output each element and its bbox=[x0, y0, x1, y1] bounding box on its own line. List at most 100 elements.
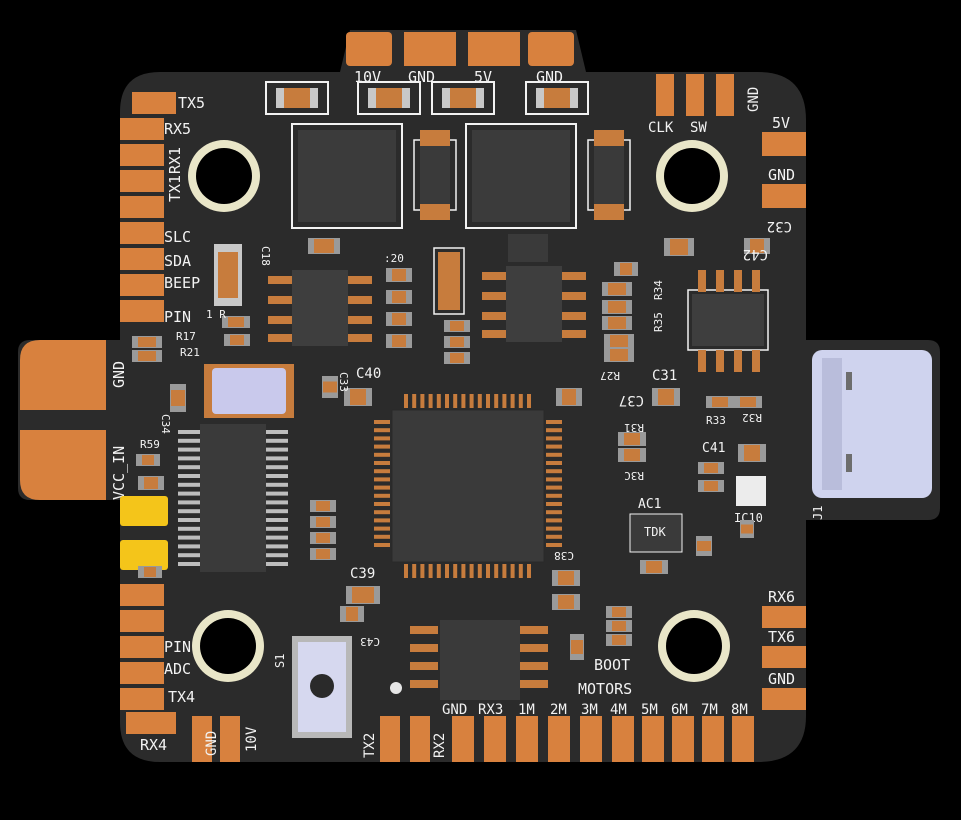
mcu-pin bbox=[374, 485, 390, 490]
memory-pin bbox=[178, 500, 200, 505]
left-label-sda: SDA bbox=[164, 252, 191, 270]
mcu-pin bbox=[374, 534, 390, 539]
boot-button-s1 bbox=[292, 636, 352, 738]
refdes-r21: R21 bbox=[180, 346, 200, 359]
gnd-large-pad bbox=[20, 340, 106, 410]
mounting-hole-tr bbox=[656, 140, 728, 212]
mcu-pin bbox=[374, 452, 390, 457]
mcu-pin bbox=[428, 564, 433, 578]
smd-passive-body bbox=[712, 397, 728, 407]
refdes-c39: C39 bbox=[350, 566, 375, 582]
memory-pin bbox=[266, 509, 288, 514]
mcu-pin bbox=[374, 510, 390, 515]
mcu-pin bbox=[546, 526, 562, 531]
mcu-pin bbox=[412, 564, 417, 578]
bottom-label-7m: 7M bbox=[701, 702, 718, 718]
memory-pin bbox=[266, 491, 288, 496]
tdk-logo: TDK bbox=[644, 525, 666, 539]
refdes-c40: C40 bbox=[356, 366, 381, 382]
refdes-c18: C18 bbox=[259, 246, 272, 266]
mcu-pin bbox=[502, 394, 507, 408]
bottom-label-3m: 3M bbox=[581, 702, 598, 718]
smd-passive-body bbox=[612, 621, 626, 631]
smd-passive-body bbox=[316, 517, 330, 527]
bottom-label-6m: 6M bbox=[671, 702, 688, 718]
smd-passive-body bbox=[323, 381, 337, 393]
smd-passive-body bbox=[741, 524, 753, 534]
motors-label: MOTORS bbox=[578, 680, 632, 698]
refdes-r17: R17 bbox=[176, 330, 196, 343]
mcu-pin bbox=[404, 564, 408, 578]
right-label-tx6: TX6 bbox=[768, 628, 795, 646]
mcu-qfp bbox=[374, 394, 562, 578]
refdes-r59: R59 bbox=[140, 438, 160, 451]
memory-pin bbox=[178, 438, 200, 443]
mcu-pin bbox=[518, 394, 523, 408]
mcu-pin bbox=[527, 564, 531, 578]
refdes-c34: C34 bbox=[159, 414, 172, 434]
memory-pin bbox=[266, 447, 288, 452]
smd-passive-body bbox=[740, 397, 756, 407]
top-label-gnd-2: GND bbox=[536, 68, 563, 86]
mcu-pin bbox=[374, 526, 390, 531]
left-label-rx4: RX4 bbox=[140, 736, 167, 754]
j1-label: J1 bbox=[811, 506, 825, 520]
smd-passive-body bbox=[392, 313, 406, 325]
refdes-r1: 1 R bbox=[206, 308, 226, 321]
refdes-c42: C42 bbox=[743, 246, 768, 262]
mcu-pin bbox=[420, 394, 425, 408]
smd-passive-body bbox=[558, 571, 574, 585]
mcu-pin bbox=[546, 444, 562, 449]
mcu-pin bbox=[469, 394, 474, 408]
memory-pin bbox=[266, 518, 288, 522]
smd-passive-body bbox=[704, 481, 718, 491]
vcc-in-large-pad bbox=[20, 430, 106, 500]
memory-pin bbox=[266, 535, 288, 540]
smd-passive-body bbox=[230, 335, 244, 345]
refdes-c37: C37 bbox=[619, 392, 644, 408]
bottom-pad-row bbox=[192, 716, 754, 762]
mcu-pin bbox=[374, 543, 390, 547]
mcu-pin bbox=[477, 394, 482, 408]
smd-passive-body bbox=[450, 321, 464, 331]
mounting-hole-br bbox=[658, 610, 730, 682]
ac1-label: AC1 bbox=[638, 497, 661, 512]
mcu-pin bbox=[518, 564, 523, 578]
mcu-pin bbox=[420, 564, 425, 578]
smd-passive-body bbox=[171, 390, 185, 406]
bottom-label-8m: 8M bbox=[731, 702, 748, 718]
mcu-pin bbox=[453, 394, 458, 408]
memory-pin bbox=[266, 526, 288, 531]
top-label-5v: 5V bbox=[474, 68, 492, 86]
bottom-label-gnd-2: GND bbox=[442, 702, 467, 718]
tdk-sensor-ac1 bbox=[629, 513, 683, 553]
right-label-gnd: GND bbox=[768, 166, 795, 184]
bottom-label-5m: 5M bbox=[641, 702, 658, 718]
mcu-pin bbox=[374, 444, 390, 449]
smd-passive-body bbox=[392, 291, 406, 303]
smd-passive-body bbox=[450, 353, 464, 363]
smd-passive-body bbox=[138, 337, 156, 347]
smd-passive-body bbox=[571, 640, 583, 654]
memory-pin bbox=[266, 482, 288, 487]
mcu-pin bbox=[494, 394, 499, 408]
memory-pin bbox=[178, 526, 200, 531]
smd-passive-body bbox=[620, 263, 632, 275]
ic-mid-soic bbox=[482, 234, 586, 342]
mcu-pin bbox=[486, 394, 490, 408]
mcu-pin bbox=[546, 477, 562, 482]
left-label-pin-2: PIN bbox=[164, 638, 191, 656]
mounting-hole-bl bbox=[192, 610, 264, 682]
memory-pin bbox=[178, 553, 200, 558]
refdes-c41: C41 bbox=[702, 441, 725, 456]
mcu-pin bbox=[546, 510, 562, 515]
vcc-in-label: VCC_IN bbox=[110, 446, 128, 500]
memory-pin bbox=[178, 544, 200, 549]
memory-pin bbox=[266, 430, 288, 434]
diode-left bbox=[413, 130, 457, 220]
smd-passive-body bbox=[144, 567, 156, 577]
mcu-pin bbox=[546, 469, 562, 474]
smd-passive-body bbox=[612, 607, 626, 617]
left-label-tx1: TX1 bbox=[166, 175, 184, 202]
memory-pin bbox=[178, 474, 200, 478]
